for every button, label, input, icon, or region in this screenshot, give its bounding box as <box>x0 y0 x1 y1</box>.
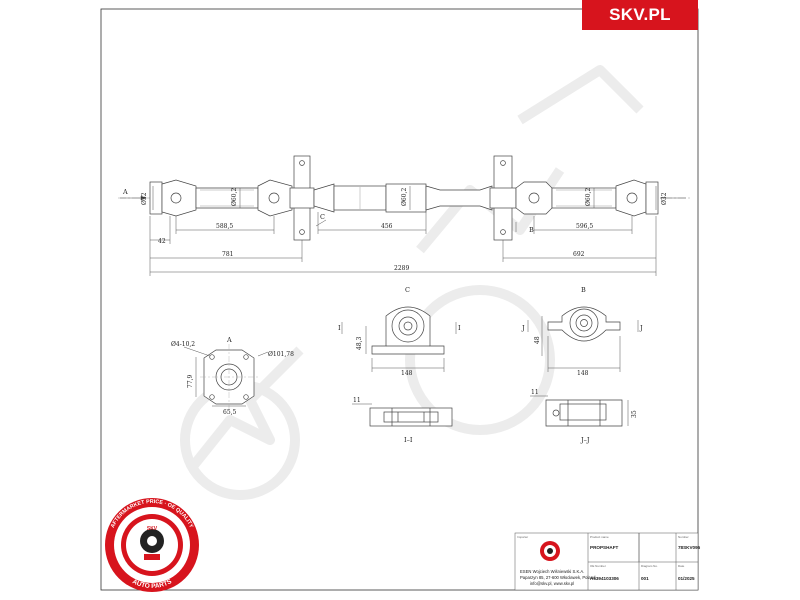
section-j-dims <box>530 395 629 426</box>
dim-flange-h: 77,9 <box>187 374 194 388</box>
tb-product-name: PROPSHAFT <box>590 545 619 550</box>
dim-596-5: 596,5 <box>576 223 593 230</box>
tb-product-header: Product name <box>590 535 609 539</box>
view-c-label: C <box>320 213 325 221</box>
flange-right <box>645 181 659 215</box>
dim-section-i-t: 11 <box>353 397 361 404</box>
dim-2289: 2289 <box>394 265 409 272</box>
view-a-label: A <box>122 188 128 196</box>
dim-bearing-b-h: 48 <box>534 336 541 344</box>
flange-left <box>149 181 163 215</box>
dim-tube-3: Ø60,2 <box>585 188 592 206</box>
tb-version-value: 001 <box>641 576 649 581</box>
dim-section-j-h: 35 <box>631 410 638 418</box>
watermark <box>180 65 644 500</box>
auto-parts-seal: SKV AFTERMARKET PRICE · OE QUALITY AUTO … <box>105 498 199 592</box>
bearing-b-label: B <box>581 286 586 294</box>
tb-date-header: Date <box>678 564 685 568</box>
dim-flange-w: 65,5 <box>223 409 237 416</box>
dim-flange-holes: Ø4-10,2 <box>171 341 195 348</box>
dim-flange-pcd: Ø101,78 <box>268 351 294 358</box>
tb-number-value: 78SKV095 <box>678 545 701 550</box>
dim-42: 42 <box>158 238 166 245</box>
title-block-seal <box>540 541 560 561</box>
dim-section-j-t: 11 <box>531 389 539 396</box>
tb-version-header: Diagram No. <box>641 564 658 568</box>
bearing-view-c <box>371 306 445 355</box>
section-j-label: J–J <box>580 436 590 444</box>
brand-logo[interactable]: SKV.PL <box>582 0 698 30</box>
tb-importer-contact: info@skv.pl, www.skv.pl <box>530 581 574 586</box>
dim-588-5: 588,5 <box>216 223 233 230</box>
dim-bearing-c-h: 48,3 <box>356 336 363 350</box>
section-i-i <box>369 407 453 427</box>
flange-dimensions <box>183 346 269 407</box>
bearing-b-dimensions <box>527 316 639 372</box>
section-mark-i2: I <box>458 324 461 332</box>
shaft-dimensions <box>120 186 686 276</box>
tb-oe-value: A6394103306 <box>590 576 619 581</box>
dim-456: 456 <box>381 223 393 230</box>
section-i-label: I–I <box>404 436 413 444</box>
dim-flange-left: Ø32 <box>141 192 148 205</box>
flange-view-label: A <box>226 336 232 344</box>
dim-bearing-b-w: 148 <box>577 370 589 377</box>
tb-importer-header: Importer <box>517 535 528 539</box>
flange-view-a <box>200 344 258 410</box>
bearing-c-label: C <box>405 286 410 294</box>
section-mark-j1: J <box>521 324 525 332</box>
tube-2-taper <box>425 185 493 211</box>
dim-tube-2: Ø60,2 <box>401 188 408 206</box>
brand-logo-text: SKV.PL <box>609 5 671 24</box>
tube-3 <box>551 187 617 209</box>
tb-number-header: Number <box>678 535 689 539</box>
dim-692: 692 <box>573 251 585 258</box>
propshaft-side-view <box>118 155 690 241</box>
dim-tube-1: Ø60,2 <box>231 188 238 206</box>
tb-importer-address: Paparzyn 85, 27-600 Włocławek, Poland <box>520 575 596 580</box>
dim-bearing-c-w: 148 <box>401 370 413 377</box>
section-j-j <box>545 399 623 427</box>
dim-781: 781 <box>222 251 233 258</box>
dim-flange-right: Ø32 <box>661 192 668 205</box>
sheet-border <box>100 8 699 591</box>
section-mark-i1: I <box>338 324 341 332</box>
tube-1 <box>195 187 259 209</box>
bearing-view-b <box>547 306 621 342</box>
bearing-c-dimensions <box>341 322 457 372</box>
tb-oe-header: OE Number <box>590 564 606 568</box>
section-mark-j2: J <box>639 324 643 332</box>
tube-2 <box>385 183 427 213</box>
view-b-label: B <box>529 226 534 234</box>
tb-date-value: 01/2025 <box>678 576 695 581</box>
seal-center-text: SKV <box>147 526 158 532</box>
tb-importer-name: ESEN Wojciech Wiśniewski S.K.A. <box>520 569 584 574</box>
